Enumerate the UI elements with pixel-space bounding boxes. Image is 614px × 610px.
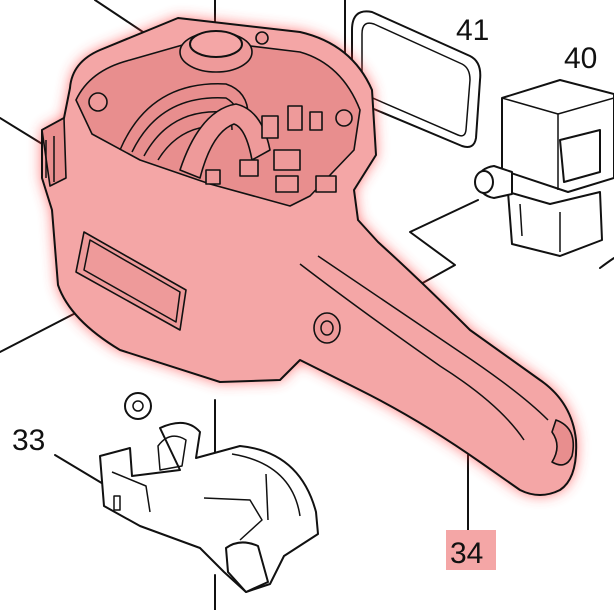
label-41: 41 (456, 14, 489, 47)
label-34-highlight (446, 530, 496, 570)
label-33: 33 (12, 424, 45, 457)
part-40-switch (474, 79, 614, 269)
part-34-housing (41, 17, 578, 496)
label-34: 34 (450, 537, 483, 570)
callout-labels: 41 40 33 34 (12, 14, 597, 570)
label-40: 40 (564, 42, 597, 75)
part-33-bracket (99, 392, 319, 593)
